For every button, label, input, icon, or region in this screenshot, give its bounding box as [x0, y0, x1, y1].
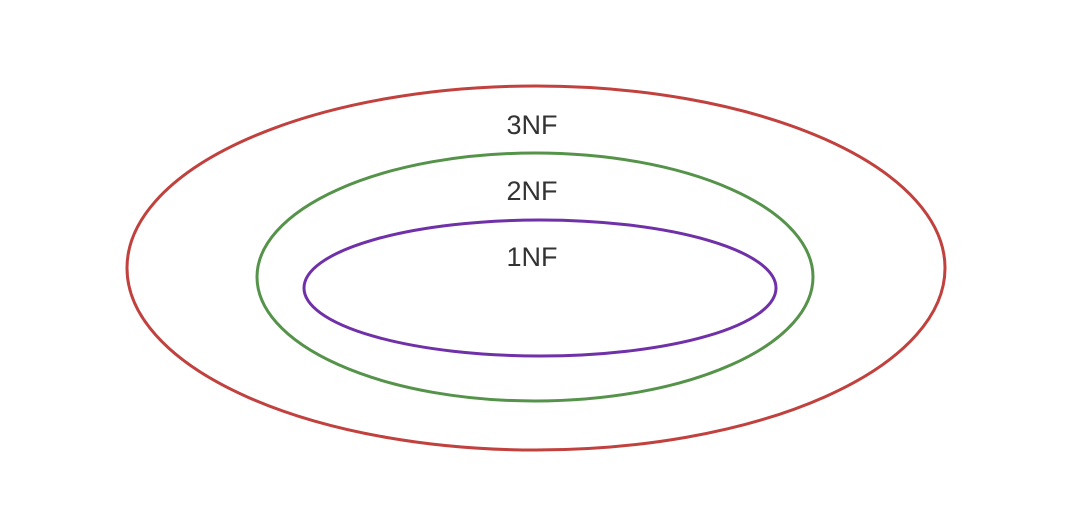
- set-3nf-outline: [125, 84, 947, 452]
- set-1nf-label: 1NF: [506, 242, 557, 272]
- set-2nf-outline: [255, 151, 815, 403]
- set-3nf-label: 3NF: [506, 110, 557, 140]
- set-2nf-label: 2NF: [506, 176, 557, 206]
- set-1nf-outline: [302, 218, 778, 358]
